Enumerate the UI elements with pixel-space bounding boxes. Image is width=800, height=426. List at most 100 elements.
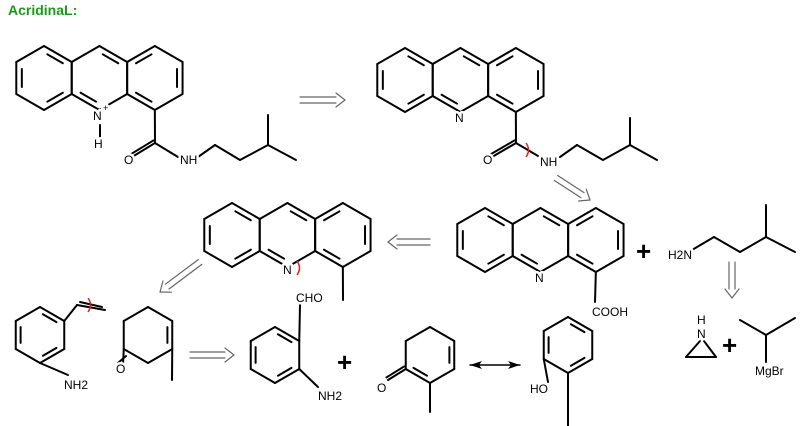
bond (46, 53, 64, 65)
bond (203, 202, 233, 220)
bond (487, 253, 505, 265)
bond (289, 210, 308, 222)
bond (496, 93, 514, 105)
bond (567, 358, 594, 374)
retro-arrow-head (578, 199, 591, 202)
bond (387, 368, 407, 381)
charge-label: + (103, 103, 108, 113)
plus-sign: + (337, 347, 352, 377)
bond (323, 248, 341, 260)
atom-label: NH2 (318, 389, 342, 403)
bond (249, 368, 276, 384)
atom-label: NH2 (64, 378, 88, 392)
bond (385, 365, 406, 379)
bond (70, 93, 101, 111)
bond (101, 53, 120, 65)
bond (234, 248, 252, 260)
atom-label: H2N (668, 248, 692, 262)
bonds-layer (14, 45, 796, 426)
bond (462, 55, 481, 67)
bond (15, 93, 45, 111)
bond (431, 47, 462, 65)
bond (376, 47, 406, 65)
disconnection-mark (87, 297, 92, 313)
bond (407, 55, 425, 67)
bond (456, 207, 486, 225)
atom-label: CHO (296, 291, 323, 305)
retro-arrow-head (224, 354, 235, 363)
retro-arrow-head (387, 241, 398, 250)
bond (70, 45, 101, 63)
bond (487, 95, 517, 113)
bond (542, 358, 549, 383)
bond (239, 144, 269, 161)
bond (691, 236, 715, 251)
atom-label: O (483, 153, 492, 167)
bond (739, 319, 767, 336)
bond (602, 144, 631, 161)
retro-arrow-head (159, 280, 164, 293)
bond (713, 236, 741, 253)
bond (703, 340, 717, 358)
bond (429, 368, 456, 384)
bond (203, 250, 233, 268)
bond (286, 250, 317, 268)
bond (14, 348, 41, 364)
bond (43, 45, 73, 63)
bond (126, 93, 156, 111)
bond (515, 142, 539, 157)
bond (456, 255, 486, 273)
bond (459, 95, 490, 113)
bond (569, 323, 586, 334)
bond (154, 142, 179, 158)
arrows-layer (159, 92, 740, 369)
bond (39, 348, 66, 364)
bond (135, 91, 153, 103)
bond (459, 47, 490, 65)
bond (41, 346, 58, 357)
bond (407, 93, 425, 105)
atom-label: HO (530, 382, 548, 396)
atom-label: O (116, 362, 125, 376)
retro-arrow (164, 259, 199, 285)
bond (567, 207, 597, 225)
retro-arrow-head (724, 288, 733, 299)
bond (258, 202, 289, 220)
bond (79, 91, 98, 103)
bond (341, 250, 372, 268)
atom-label: O (124, 153, 133, 167)
bond (298, 368, 319, 388)
bond (249, 326, 276, 342)
bond (594, 271, 597, 303)
atom-label: N (283, 263, 292, 277)
atom-label: H (697, 313, 706, 327)
bond (559, 144, 578, 158)
bond (765, 236, 796, 253)
bond (514, 47, 545, 65)
plus-signs: + + + (337, 236, 737, 377)
bond (511, 255, 542, 273)
bond (542, 358, 569, 374)
bond (147, 348, 174, 364)
bond (147, 306, 174, 322)
bond (286, 202, 317, 220)
retro-arrow (553, 179, 582, 199)
bond (594, 207, 625, 225)
bond (567, 316, 594, 332)
bond (39, 362, 69, 376)
bond (765, 317, 796, 336)
bond (98, 45, 129, 63)
bond (576, 253, 594, 265)
bond (594, 255, 625, 273)
retro-arrow (557, 174, 585, 194)
bond (234, 210, 252, 222)
bond (314, 250, 344, 268)
diagram-title: AcridinaL: (8, 2, 78, 18)
bond (214, 144, 241, 161)
retro-arrow-head (335, 92, 346, 101)
bond (267, 144, 297, 161)
bond (487, 215, 505, 227)
bond (267, 248, 286, 260)
bond (489, 139, 516, 156)
